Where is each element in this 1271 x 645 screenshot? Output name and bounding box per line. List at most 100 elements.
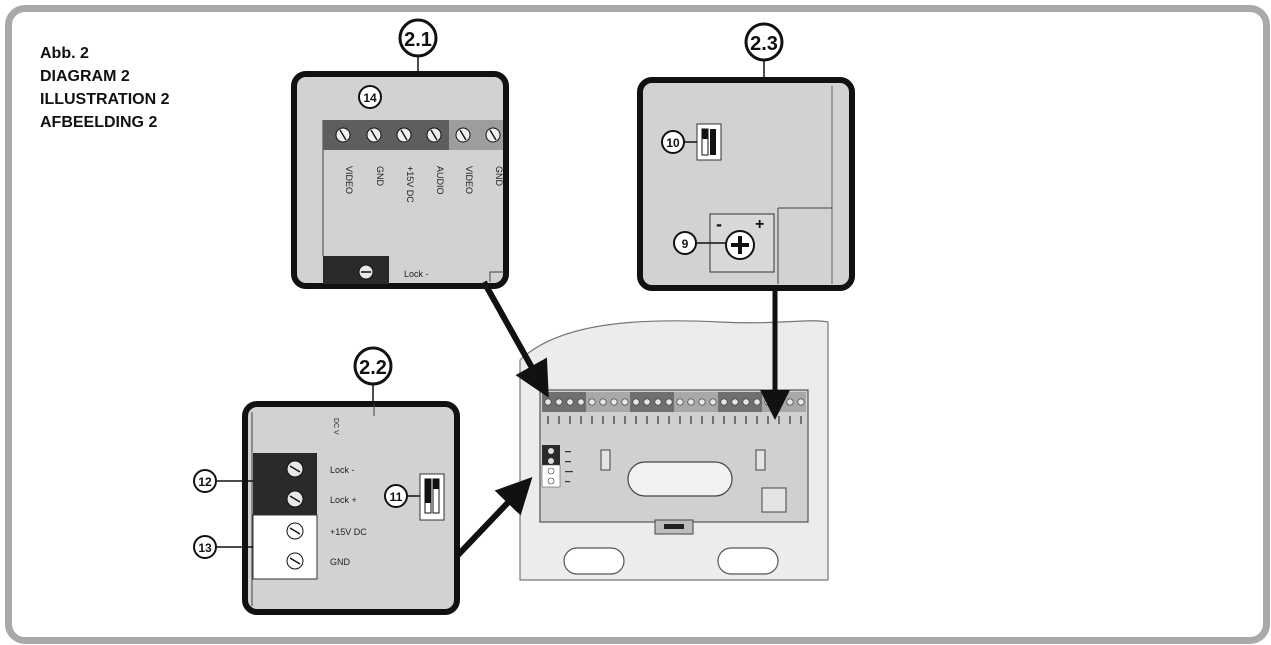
- arrow-2-1-to-unit: [481, 280, 549, 398]
- main-terminal-screw: [786, 398, 794, 406]
- main-terminal-tick: [800, 416, 802, 424]
- main-terminal-tick: [668, 416, 670, 424]
- panel-2-1-screw-3: [426, 127, 442, 143]
- switch-10: [696, 123, 722, 161]
- main-terminal-tick: [602, 416, 604, 424]
- svg-text:14: 14: [363, 91, 377, 105]
- panel-2-1-dark-block: [323, 256, 389, 284]
- main-cutout: [627, 461, 733, 497]
- main-terminal-tick: [756, 416, 758, 424]
- main-terminal-tick: [745, 416, 747, 424]
- pot-plus-sign: +: [755, 216, 764, 233]
- main-terminal-tick: [558, 416, 560, 424]
- main-square-port: [761, 487, 787, 513]
- callout-12: 12: [193, 469, 253, 493]
- callout-14: 14: [358, 85, 382, 109]
- panel-2-2-top-partial: DC V: [332, 418, 339, 435]
- panel-2-2-screw-2: [286, 522, 304, 540]
- panel-2-1-screw-1: [366, 127, 382, 143]
- main-terminal-tick: [547, 416, 549, 424]
- main-terminal-tick: [580, 416, 582, 424]
- panel-2-2-screw-0: [286, 460, 304, 478]
- panel-2-2: DC V Lock - Lock + +15V DC GND: [242, 401, 460, 615]
- main-terminal-screw: [687, 398, 695, 406]
- main-terminal-screw: [544, 398, 552, 406]
- main-left-terminals: [541, 445, 573, 488]
- switch-11: [419, 473, 445, 521]
- badge-2-2: 2.2: [353, 346, 393, 404]
- main-terminal-screw: [621, 398, 629, 406]
- panel-2-1-lock-label: Lock -: [404, 269, 429, 279]
- main-terminal-tick: [712, 416, 714, 424]
- svg-text:13: 13: [198, 541, 212, 555]
- arrow-2-2-to-unit: [455, 476, 533, 558]
- main-terminal-screw: [555, 398, 563, 406]
- panel-2-1-screw-5: [485, 127, 501, 143]
- panel-2-1-screw-0: [335, 127, 351, 143]
- main-terminal-screw: [731, 398, 739, 406]
- svg-text:2.1: 2.1: [404, 29, 432, 51]
- panel-2-1-screw-4: [455, 127, 471, 143]
- svg-text:2.3: 2.3: [750, 33, 778, 55]
- main-terminal-tick: [635, 416, 637, 424]
- main-terminal-screw: [643, 398, 651, 406]
- main-terminal-tick: [778, 416, 780, 424]
- panel-2-2-terminal-label-0: Lock -: [330, 465, 355, 475]
- panel-2-1-screw-2: [396, 127, 412, 143]
- main-terminal-screw: [676, 398, 684, 406]
- main-terminal-screw: [632, 398, 640, 406]
- panel-2-2-terminal-label-1: Lock +: [330, 495, 357, 505]
- svg-text:10: 10: [666, 136, 680, 150]
- main-terminal-tick: [723, 416, 725, 424]
- main-terminal-screw: [599, 398, 607, 406]
- callout-13: 13: [193, 535, 253, 559]
- main-terminal-screw: [665, 398, 673, 406]
- main-terminal-tick: [569, 416, 571, 424]
- badge-2-3: 2.3: [744, 22, 784, 80]
- panel-2-2-dark-block: [253, 453, 317, 515]
- main-terminal-screw: [698, 398, 706, 406]
- panel-2-2-screw-1: [286, 490, 304, 508]
- panel-2-1-terminal-label-4: VIDEO: [464, 166, 474, 194]
- panel-2-2-screw-3: [286, 552, 304, 570]
- main-terminal-screw: [566, 398, 574, 406]
- main-terminal-tick: [789, 416, 791, 424]
- panel-2-1-terminal-label-1: GND: [375, 166, 385, 187]
- main-terminal-tick: [624, 416, 626, 424]
- main-terminal-screw: [588, 398, 596, 406]
- panel-2-3: - +: [637, 77, 855, 291]
- main-terminal-screw: [742, 398, 750, 406]
- callout-10: 10: [661, 130, 697, 154]
- svg-text:2.2: 2.2: [359, 357, 387, 379]
- main-terminal-tick: [646, 416, 648, 424]
- diagram-titles: Abb. 2 DIAGRAM 2 ILLUSTRATION 2 AFBEELDI…: [40, 42, 169, 134]
- main-terminal-screw: [610, 398, 618, 406]
- main-terminal-screw: [753, 398, 761, 406]
- main-mount-hole-right: [717, 547, 779, 575]
- title-line-1: Abb. 2: [40, 45, 89, 62]
- main-terminal-screw: [577, 398, 585, 406]
- main-mount-hole-left: [563, 547, 625, 575]
- callout-11: 11: [384, 484, 420, 508]
- badge-2-1: 2.1: [398, 18, 438, 74]
- main-terminal-tick: [767, 416, 769, 424]
- pot-minus-sign: -: [716, 214, 722, 234]
- title-line-4: AFBEELDING 2: [40, 114, 158, 131]
- svg-text:11: 11: [390, 490, 403, 504]
- panel-2-1-terminal-label-3: AUDIO: [435, 166, 445, 195]
- main-terminal-screw: [654, 398, 662, 406]
- main-terminal-tick: [657, 416, 659, 424]
- main-terminal-tick: [690, 416, 692, 424]
- main-terminal-tick: [679, 416, 681, 424]
- panel-2-1-terminal-label-0: VIDEO: [344, 166, 354, 194]
- main-switch-slot-right: [755, 449, 766, 471]
- panel-2-2-terminal-label-2: +15V DC: [330, 527, 367, 537]
- panel-2-2-white-block: [252, 514, 318, 580]
- main-unit: [519, 320, 829, 581]
- svg-text:12: 12: [198, 475, 212, 489]
- panel-2-2-terminal-label-3: GND: [330, 557, 351, 567]
- main-terminal-screw: [720, 398, 728, 406]
- title-line-2: DIAGRAM 2: [40, 68, 130, 85]
